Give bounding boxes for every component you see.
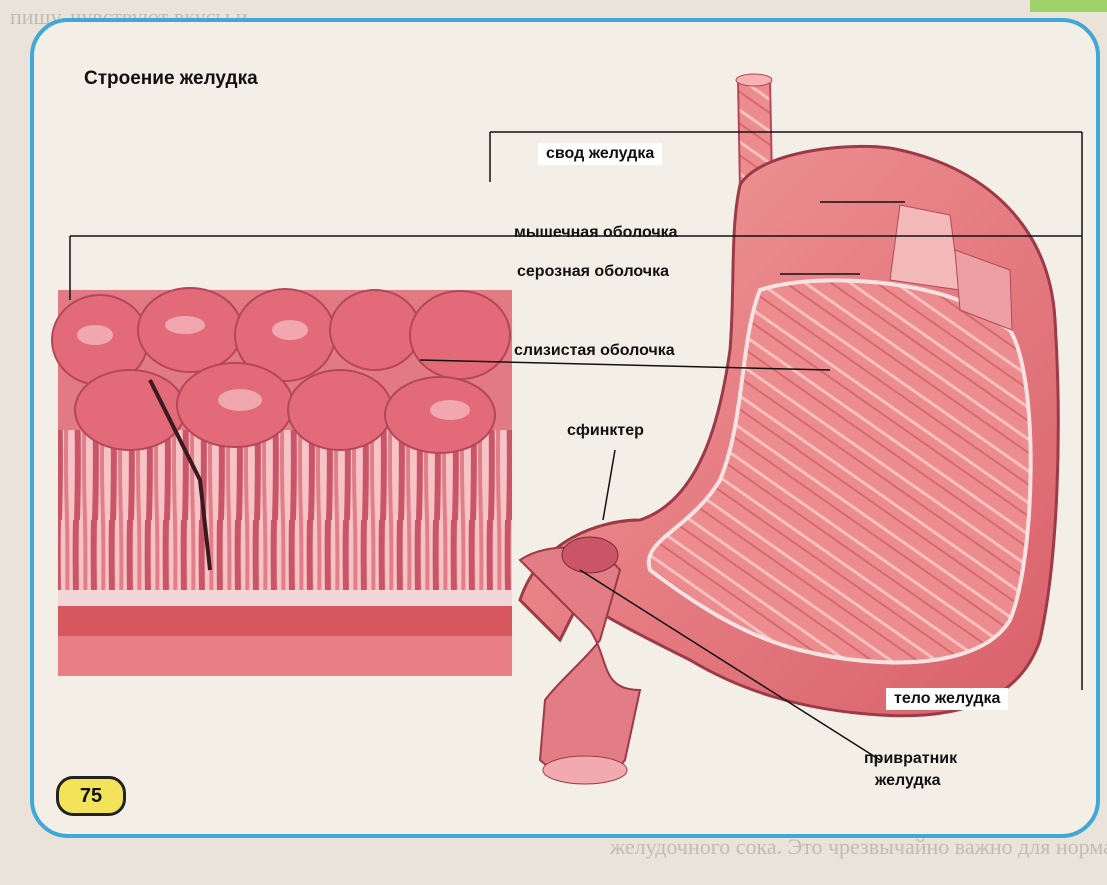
figure-title: Строение желудка — [84, 68, 258, 90]
label-muscular-layer: мышечная оболочка — [514, 224, 678, 242]
label-stomach-body: тело желудка — [886, 688, 1008, 710]
label-pylorus-line1: привратник — [864, 750, 957, 768]
mucosa-section — [52, 288, 512, 676]
label-mucous-layer: слизистая оболочка — [514, 342, 675, 360]
label-pylorus-line2: желудка — [875, 772, 941, 790]
label-serous-layer: серозная оболочка — [517, 263, 669, 281]
page-number-badge: 75 — [56, 776, 126, 816]
label-sphincter: сфинктер — [567, 422, 644, 440]
label-fundus: свод желудка — [538, 143, 662, 165]
